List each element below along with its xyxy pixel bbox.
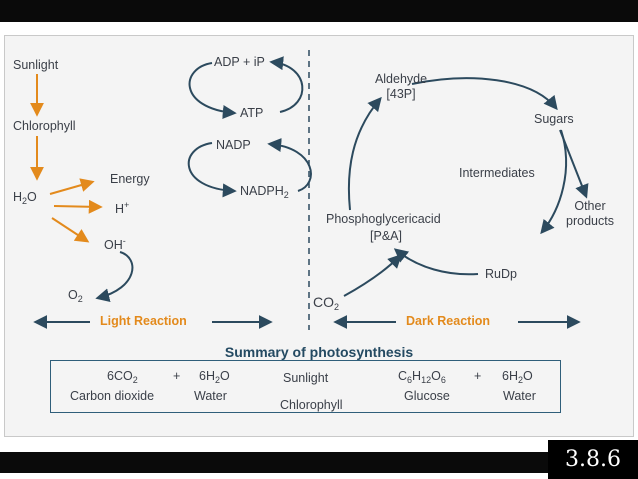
label-dark-reaction: Dark Reaction	[406, 314, 491, 328]
summary-plus-2: +	[474, 369, 482, 383]
summary-carbon-dioxide: Carbon dioxide	[70, 389, 155, 403]
label-aldehyde-code: [43P]	[386, 87, 416, 101]
summary-sunlight: Sunlight	[283, 371, 329, 385]
bottom-bar	[0, 452, 638, 473]
summary-water: 6H2O	[199, 369, 230, 385]
arrow-adp-atp	[188, 62, 237, 119]
summary-glucose-formula: C6H12O6	[398, 369, 446, 385]
arrow-nadp-nadph	[187, 142, 237, 198]
label-adp: ADP + iP	[214, 55, 265, 69]
label-energy: Energy	[110, 172, 150, 186]
label-sunlight: Sunlight	[13, 58, 59, 72]
arrow-co2-pga	[343, 254, 402, 297]
label-pga: Phosphoglycericacid	[326, 212, 441, 226]
label-sugars: Sugars	[534, 112, 574, 126]
top-bar	[0, 0, 638, 22]
label-chlorophyll: Chlorophyll	[13, 119, 76, 133]
summary-chlorophyll: Chlorophyll	[280, 398, 343, 412]
arrow-h2o-hplus	[53, 199, 103, 214]
label-rudp: RuDp	[485, 267, 517, 281]
arrow-nadph-nadp	[267, 138, 312, 192]
label-other: Other	[574, 199, 606, 213]
label-light-reaction: Light Reaction	[100, 314, 187, 328]
summary-water-label-2: Water	[503, 389, 536, 403]
label-h2o: H2O	[13, 190, 37, 206]
summary-water-2: 6H2O	[502, 369, 533, 385]
summary-box	[50, 360, 561, 413]
label-oh: OH-	[104, 236, 126, 252]
label-intermediates: Intermediates	[459, 166, 535, 180]
label-nadp: NADP	[216, 138, 251, 152]
arrow-atp-adp	[269, 56, 304, 113]
arrow-aldehyde-sugars	[411, 77, 558, 111]
arrow-h2o-energy	[49, 178, 95, 195]
label-co2: CO2	[313, 294, 340, 312]
arrow-rudp-pga	[393, 248, 479, 276]
label-products: products	[566, 214, 614, 228]
summary-plus-1: +	[173, 369, 181, 383]
label-pga-code: [P&A]	[370, 229, 402, 243]
summary-title: Summary of photosynthesis	[224, 344, 414, 360]
label-o2: O2	[68, 288, 83, 304]
slide-number-badge: 3.8.6	[548, 440, 638, 479]
label-aldehyde: Aldehyde	[374, 72, 428, 86]
label-nadph2: NADPH2	[240, 184, 289, 200]
label-h-plus: H+	[115, 200, 130, 216]
label-atp: ATP	[240, 106, 264, 120]
arrow-oh-o2	[95, 251, 134, 303]
arrow-pga-aldehyde	[347, 96, 382, 211]
arrow-h2o-oh	[51, 217, 90, 243]
summary-glucose-label: Glucose	[404, 389, 450, 403]
arrow-sugars-intermediates	[540, 129, 568, 235]
summary-water-label: Water	[194, 389, 227, 403]
summary-co2: 6CO2	[107, 369, 138, 385]
